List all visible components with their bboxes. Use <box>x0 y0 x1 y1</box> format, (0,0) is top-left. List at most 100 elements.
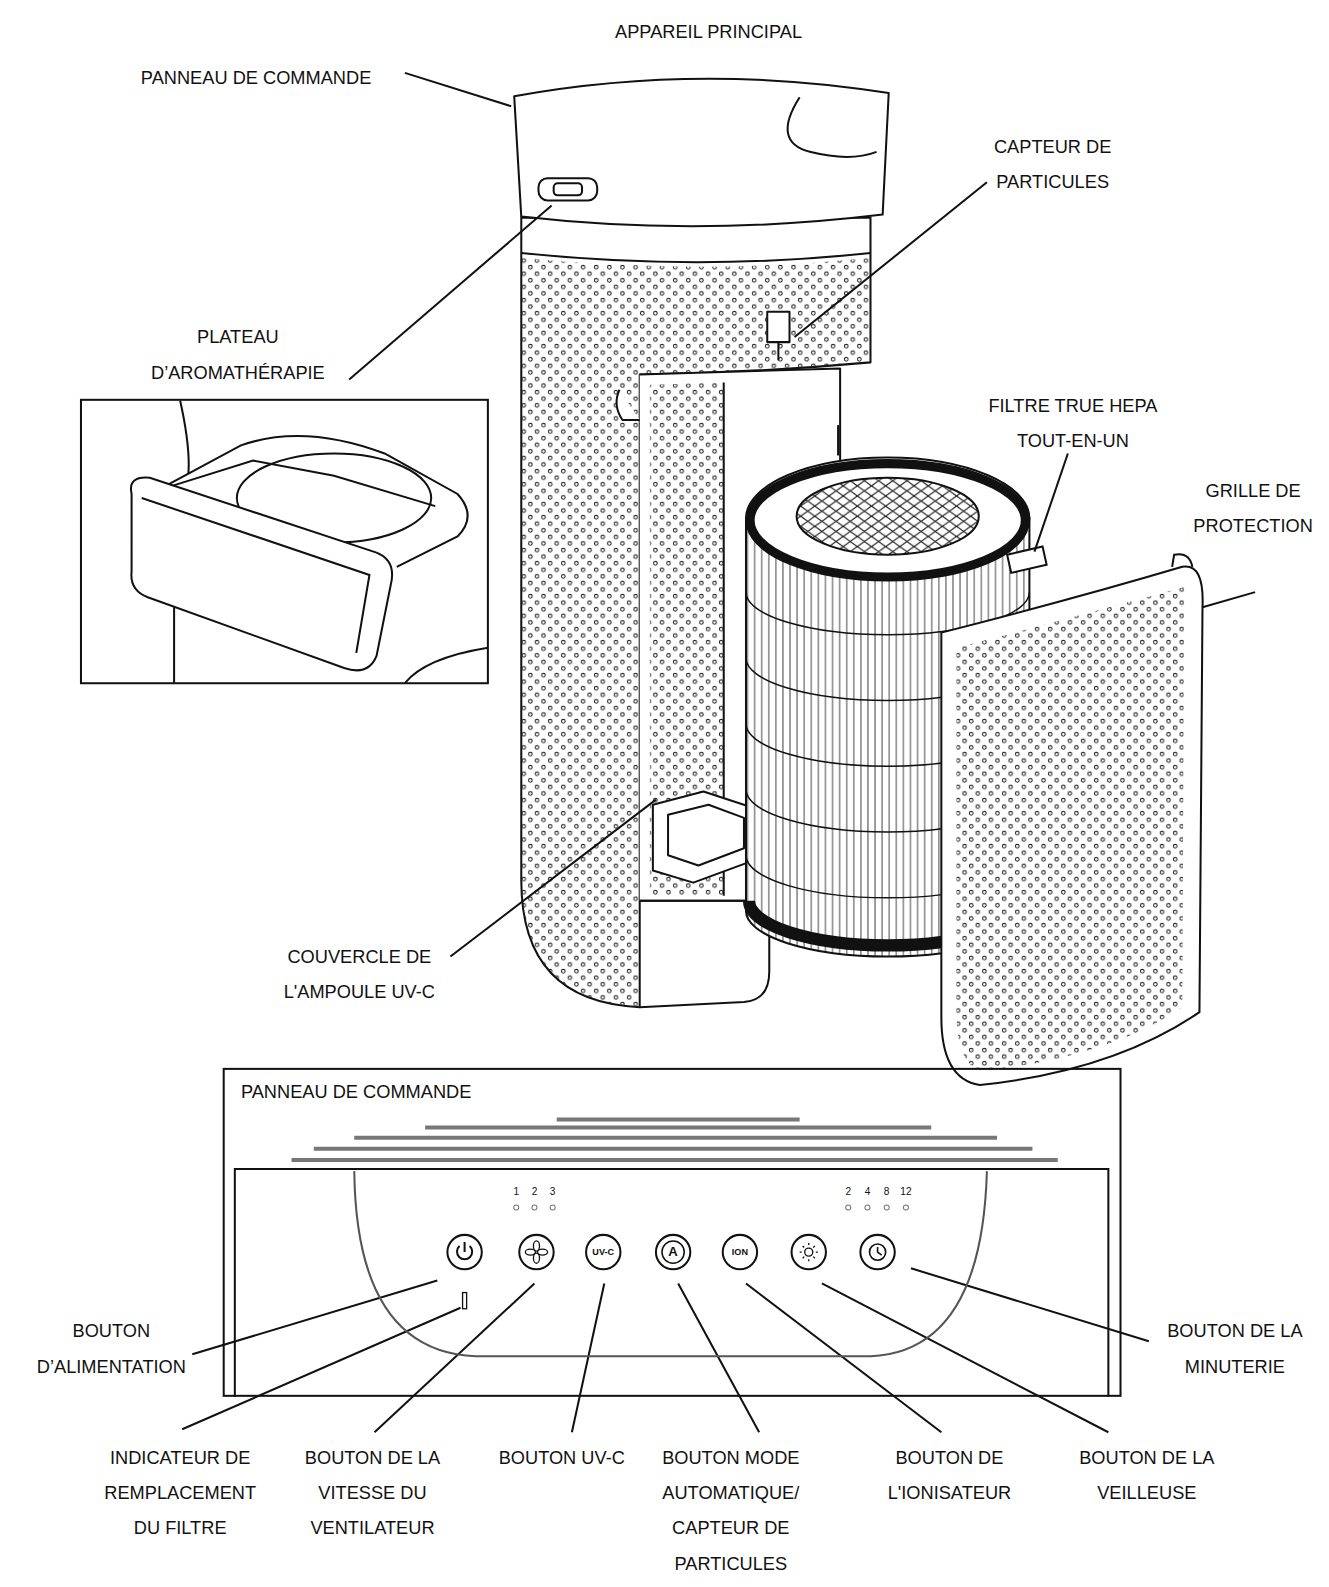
uvc-cover-detail <box>668 805 744 866</box>
aroma-slot <box>538 178 597 200</box>
part-label: FILTRE TRUE HEPA TOUT-EN-UN <box>962 389 1185 460</box>
leader-lines <box>450 800 655 957</box>
timer-icon <box>878 1247 882 1255</box>
level-dot <box>903 1205 908 1210</box>
aroma-slot-inner <box>554 183 582 195</box>
level-dot <box>514 1205 519 1210</box>
grille-panel <box>941 566 1202 1085</box>
filter-top-band <box>750 464 1025 577</box>
button-glyph: UV-C <box>585 1246 621 1258</box>
panel-vents <box>314 1147 1033 1151</box>
part-label: BOUTON DE LA VEILLEUSE <box>1066 1440 1228 1511</box>
leader-lines <box>349 205 551 379</box>
inner-rod <box>837 425 839 455</box>
timer-icon <box>869 1244 885 1260</box>
part-label: BOUTON DE LA MINUTERIE <box>1154 1314 1316 1385</box>
part-label: BOUTON D’ALIMENTATION <box>10 1314 212 1385</box>
button <box>447 1235 481 1269</box>
aroma-inset <box>81 400 488 683</box>
leader-lines <box>1034 453 1067 551</box>
unit-band <box>521 253 870 262</box>
leader-lines <box>572 1283 604 1432</box>
part-label: GRILLE DE PROTECTION <box>1182 474 1324 545</box>
level-dot <box>846 1205 851 1210</box>
button <box>447 1235 894 1269</box>
level-dot <box>514 1205 909 1210</box>
filter-mesh <box>797 478 979 555</box>
part-label: BOUTON DE LA VITESSE DU VENTILATEUR <box>292 1440 454 1546</box>
leader-lines <box>405 73 511 106</box>
leader-lines <box>375 1283 535 1432</box>
tray-handle <box>131 478 392 671</box>
inset-title: PANNEAU DE COMMANDE <box>241 1080 471 1104</box>
door-hinge <box>617 390 640 420</box>
part-label: INDICATEUR DE REMPLACEMENT DU FILTRE <box>89 1440 271 1546</box>
cap-swoosh <box>788 97 877 157</box>
button-glyph: ION <box>722 1246 758 1258</box>
filter-indicator <box>463 1293 467 1309</box>
panel-vents <box>425 1126 931 1130</box>
level-dot <box>532 1205 537 1210</box>
control-panel-drawing <box>235 1119 1109 1396</box>
panel-vents <box>292 1119 1058 1159</box>
leader-lines <box>822 1283 1108 1432</box>
leader-lines <box>746 1283 941 1432</box>
button <box>860 1235 894 1269</box>
speed-level: 1 <box>508 1186 524 1198</box>
level-dot <box>550 1205 555 1210</box>
grille-dots <box>957 587 1185 1071</box>
part-label: CAPTEUR DE PARTICULES <box>977 130 1129 201</box>
speed-level: 3 <box>545 1186 561 1198</box>
inset-box: PANNEAU DE COMMANDE <box>223 1068 1122 1397</box>
level-dot <box>865 1205 870 1210</box>
panel-vents <box>354 1136 997 1140</box>
button <box>519 1235 553 1269</box>
timer-hours: 12 <box>897 1186 915 1198</box>
button <box>792 1235 826 1269</box>
fan-icon <box>537 1249 547 1255</box>
light-icon <box>800 1243 818 1261</box>
timer-hours: 8 <box>879 1186 895 1198</box>
sensor-stem <box>777 342 779 360</box>
inset-frame <box>81 400 488 683</box>
part-label: PANNEAU DE COMMANDE <box>104 61 408 96</box>
filter-tab <box>1007 547 1046 573</box>
button-glyph: A <box>658 1243 688 1260</box>
fan-icon <box>525 1249 535 1255</box>
leader-lines <box>911 1268 1149 1341</box>
protective-grille <box>941 554 1202 1085</box>
leader-lines <box>192 1280 437 1354</box>
part-label: BOUTON UV-C <box>481 1440 643 1475</box>
part-label: APPAREIL PRINCIPAL <box>557 15 861 50</box>
particle-sensor <box>767 312 789 342</box>
filter-top <box>746 458 1029 579</box>
leader-lines <box>1202 592 1255 607</box>
leader-lines <box>182 73 1255 1432</box>
panel-vents <box>557 1117 800 1121</box>
tray-handle-edge <box>142 498 370 653</box>
panel-vents <box>292 1158 1058 1162</box>
power-icon <box>457 1242 472 1259</box>
timer-hours: 4 <box>859 1186 875 1198</box>
grille-hook <box>1172 554 1192 567</box>
panel-front <box>235 1169 1109 1397</box>
light-icon <box>805 1248 813 1256</box>
fan-icon <box>525 1241 547 1263</box>
level-dot <box>884 1205 889 1210</box>
uvc-cover <box>653 792 759 883</box>
timer-icon <box>869 1244 885 1260</box>
part-label: PLATEAU D’AROMATHÉRAPIE <box>129 320 347 391</box>
unit-cap <box>514 79 889 227</box>
leader-lines <box>795 182 987 337</box>
speed-level: 2 <box>526 1186 542 1198</box>
light-icon <box>800 1243 818 1261</box>
part-label: COUVERCLE DE L'AMPOULE UV-C <box>261 939 458 1010</box>
part-label: BOUTON MODE AUTOMATIQUE/ CAPTEUR DE PART… <box>645 1440 817 1582</box>
part-label: BOUTON DE L'IONISATEUR <box>868 1440 1030 1511</box>
leader-lines <box>678 1283 759 1432</box>
timer-hours: 2 <box>840 1186 856 1198</box>
panel-arc <box>354 1171 987 1356</box>
button <box>656 1235 690 1269</box>
